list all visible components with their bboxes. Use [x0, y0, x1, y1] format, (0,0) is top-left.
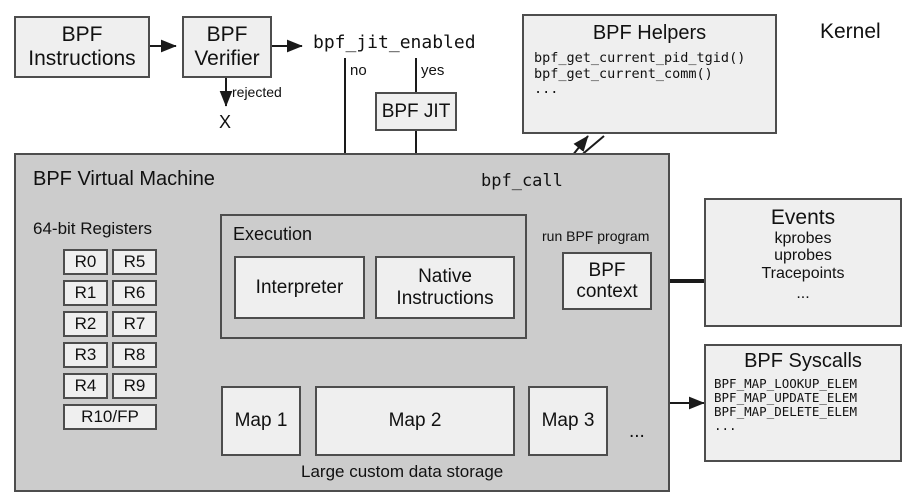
register-r1: R1 — [63, 280, 108, 306]
branch-yes-label: yes — [421, 62, 445, 79]
syscall-item-1: BPF_MAP_UPDATE_ELEM — [714, 390, 857, 406]
register-r5: R5 — [112, 249, 157, 275]
register-r6: R6 — [112, 280, 157, 306]
vm-title: BPF Virtual Machine — [33, 168, 215, 190]
register-r7: R7 — [112, 311, 157, 337]
bpf-helpers-box: BPF Helpers bpf_get_current_pid_tgid() b… — [522, 14, 777, 134]
map-2-box: Map 2 — [315, 386, 515, 456]
register-r4: R4 — [63, 373, 108, 399]
helper-fn-2: ... — [534, 80, 559, 97]
bpf-jit-enabled-label: bpf_jit_enabled — [313, 32, 476, 53]
register-r0: R0 — [63, 249, 108, 275]
register-r10-fp: R10/FP — [63, 404, 157, 430]
register-r2: R2 — [63, 311, 108, 337]
events-item-0: kprobes — [774, 229, 832, 247]
helper-fn-1: bpf_get_current_comm() — [534, 65, 713, 82]
registers-title: 64-bit Registers — [33, 219, 153, 238]
rejected-x-mark: X — [219, 112, 232, 132]
execution-title: Execution — [233, 224, 313, 244]
events-item-1: uprobes — [774, 247, 832, 265]
kernel-label: Kernel — [820, 20, 881, 43]
run-bpf-program-label: run BPF program — [542, 228, 650, 244]
bpf-syscalls-title: BPF Syscalls — [744, 350, 862, 372]
events-item-2: Tracepoints — [761, 265, 845, 283]
bpf-helpers-title: BPF Helpers — [592, 22, 707, 44]
bpf-context-box: BPF context — [562, 252, 652, 310]
syscall-item-3: ... — [714, 418, 737, 434]
helper-fn-0: bpf_get_current_pid_tgid() — [534, 50, 746, 67]
register-r9: R9 — [112, 373, 157, 399]
map-3-box: Map 3 — [528, 386, 608, 456]
bpf-instructions-box: BPF Instructions — [14, 16, 150, 78]
branch-no-label: no — [350, 62, 367, 79]
bpf-call-label: bpf_call — [481, 171, 563, 191]
syscall-item-0: BPF_MAP_LOOKUP_ELEM — [714, 376, 857, 392]
register-r8: R8 — [112, 342, 157, 368]
events-item-3: ... — [796, 285, 810, 303]
interpreter-box: Interpreter — [234, 256, 365, 319]
bpf-verifier-box: BPF Verifier — [182, 16, 272, 78]
map-1-box: Map 1 — [221, 386, 301, 456]
storage-label: Large custom data storage — [301, 462, 504, 481]
events-title: Events — [770, 206, 836, 229]
bpf-jit-box: BPF JIT — [375, 92, 457, 131]
rejected-label: rejected — [232, 84, 282, 100]
register-r3: R3 — [63, 342, 108, 368]
bpf-syscalls-box: BPF Syscalls BPF_MAP_LOOKUP_ELEM BPF_MAP… — [704, 344, 902, 462]
events-box: Events kprobes uprobes Tracepoints ... — [704, 198, 902, 327]
syscall-item-2: BPF_MAP_DELETE_ELEM — [714, 404, 857, 420]
native-instructions-box: Native Instructions — [375, 256, 515, 319]
maps-ellipsis: ... — [629, 421, 645, 442]
